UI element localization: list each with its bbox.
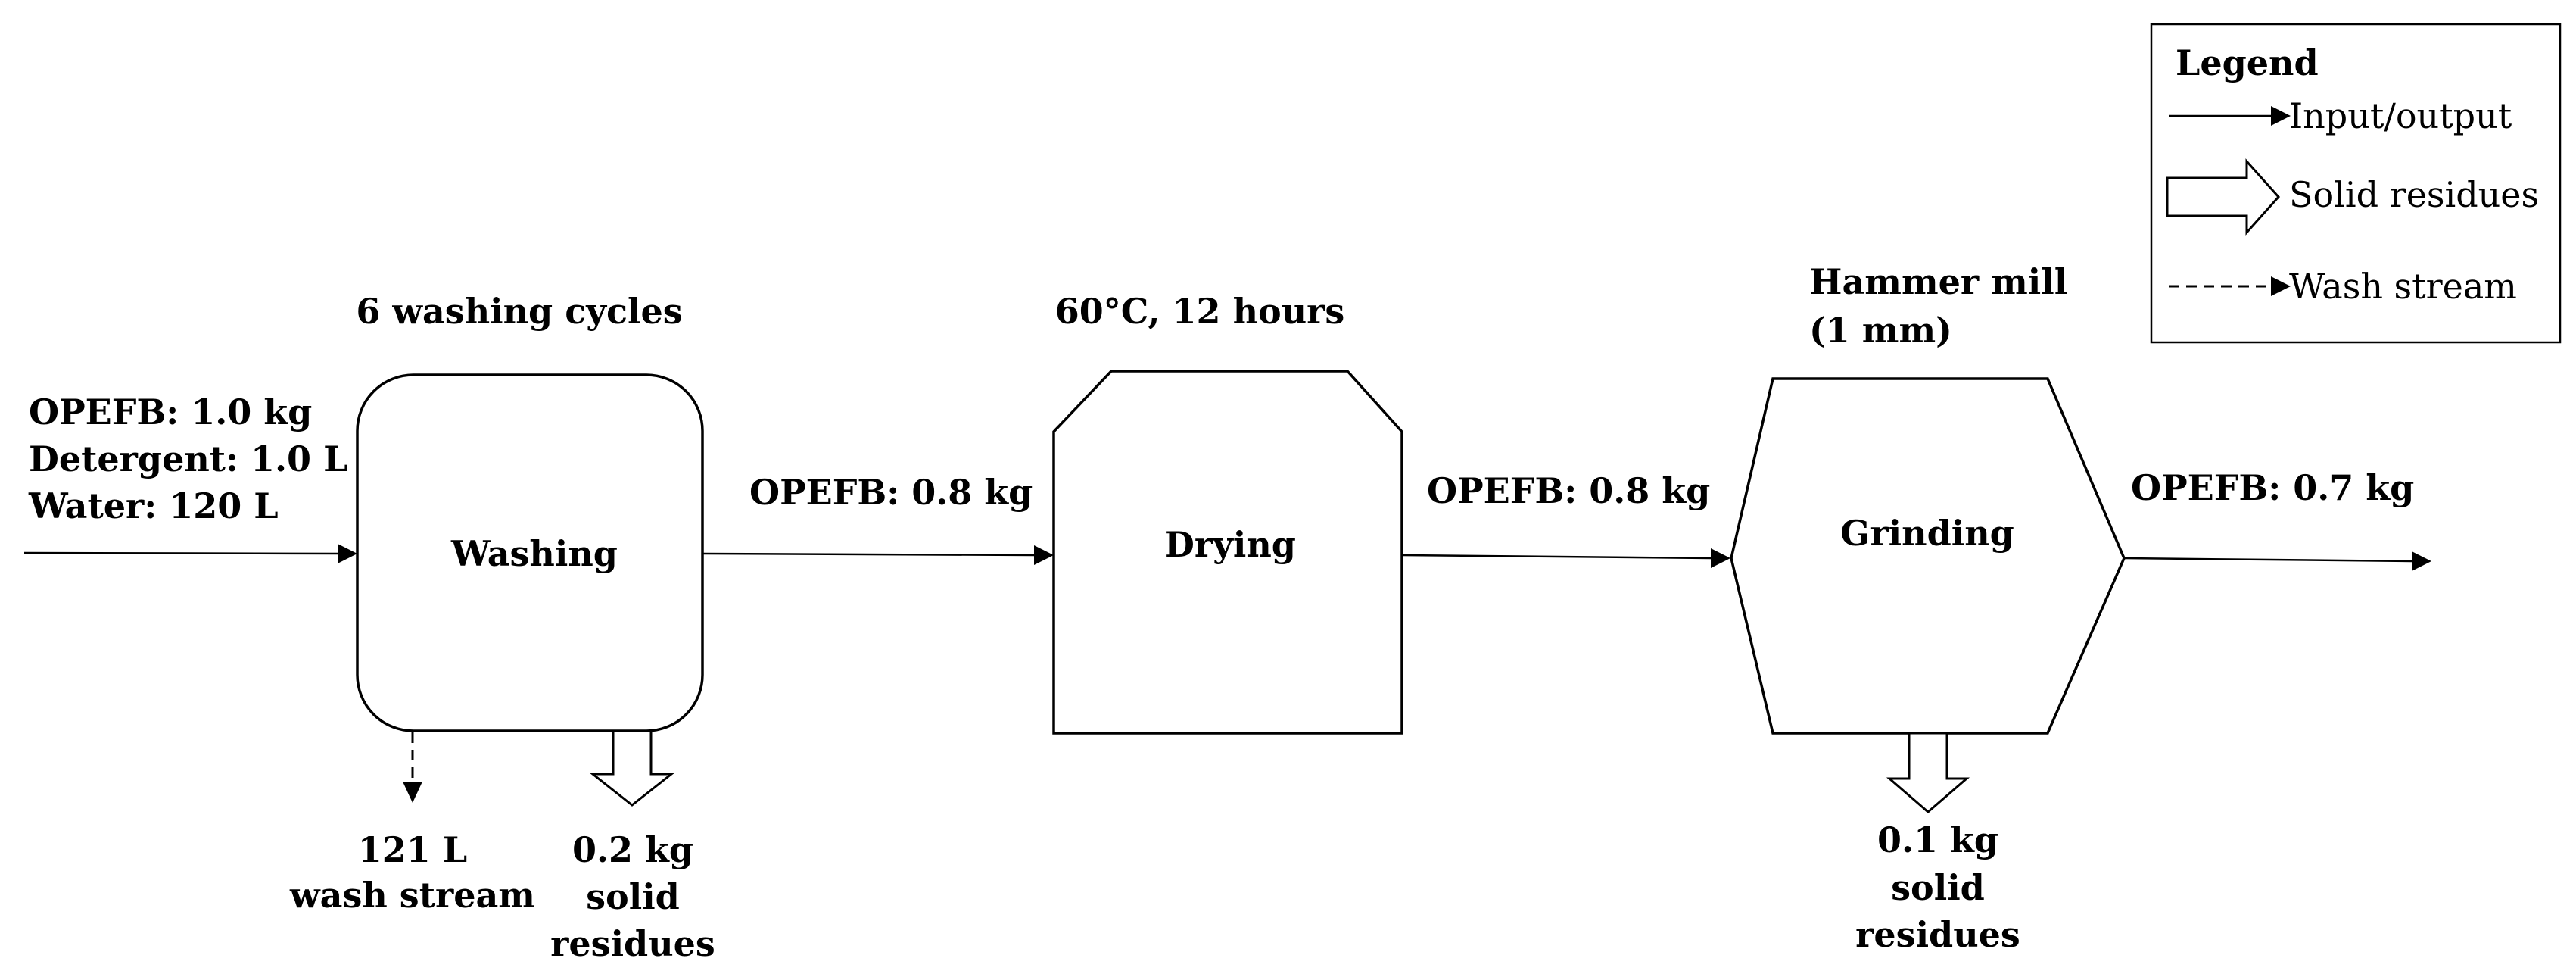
final-output-arrow [2123, 557, 2412, 563]
legend-hollow-block-arrow-icon [2166, 158, 2281, 236]
grinding-residue-amount: 0.1 kg [1877, 819, 1998, 860]
grinding-label: Grinding [1840, 513, 2014, 554]
washing-residue-label-2: residues [550, 923, 715, 964]
legend-item-wash-stream: Wash stream [2169, 266, 2517, 307]
legend-item-input-output: Input/output [2169, 95, 2512, 136]
legend-item-solid-residues: Solid residues [2166, 158, 2539, 236]
final-output: OPEFB: 0.7 kg [2123, 467, 2431, 571]
stream-washing-to-drying-label: OPEFB: 0.8 kg [749, 472, 1033, 513]
stream-washing-to-drying: OPEFB: 0.8 kg [702, 472, 1054, 565]
legend: Legend Input/output Solid residues Wash … [2150, 23, 2562, 344]
grinding-condition-1: Hammer mill [1809, 261, 2067, 302]
washing-input-2: Detergent: 1.0 L [29, 439, 347, 479]
legend-solid-arrow-head-icon [2271, 106, 2291, 126]
legend-title: Legend [2176, 42, 2319, 83]
drying-label: Drying [1164, 524, 1296, 565]
washing-box [356, 373, 704, 732]
drying-step: 60°C, 12 hours Drying [1052, 291, 1403, 735]
grinding-solid-residue-arrow-icon [1886, 732, 1970, 813]
legend-label-wash-stream: Wash stream [2289, 266, 2517, 307]
washing-input-arrow-head-icon [338, 544, 357, 563]
legend-label-input-output: Input/output [2289, 95, 2512, 136]
grinding-condition-2: (1 mm) [1809, 310, 1952, 351]
washing-input-3: Water: 120 L [28, 485, 279, 526]
drying-condition: 60°C, 12 hours [1055, 291, 1345, 332]
grinding-hexagon [1730, 377, 2126, 735]
washing-label: Washing [450, 533, 618, 574]
washing-condition: 6 washing cycles [356, 291, 682, 332]
stream-drying-to-grinding-label: OPEFB: 0.8 kg [1427, 470, 1710, 511]
stream-washing-to-drying-arrow-head-icon [1034, 545, 1054, 565]
wash-stream-amount: 121 L [358, 829, 467, 870]
grinding-step: Hammer mill (1 mm) Grinding 0.1 kg solid… [1730, 261, 2126, 955]
stream-drying-to-grinding: OPEFB: 0.8 kg [1401, 470, 1730, 568]
wash-stream-arrow-head-icon [403, 782, 422, 803]
final-output-arrow-head-icon [2412, 551, 2431, 571]
washing-input-arrow [23, 551, 338, 555]
final-output-label: OPEFB: 0.7 kg [2131, 467, 2414, 508]
wash-stream-label: wash stream [289, 875, 535, 916]
legend-label-solid-residues: Solid residues [2289, 174, 2539, 215]
washing-residue-label-1: solid [586, 876, 680, 917]
washing-input-1: OPEFB: 1.0 kg [29, 392, 312, 432]
stream-washing-to-drying-arrow [702, 552, 1035, 557]
stream-drying-to-grinding-arrow-head-icon [1711, 548, 1730, 568]
grinding-residue-label-2: residues [1855, 914, 2020, 955]
grinding-residue-label-1: solid [1891, 867, 1985, 908]
stream-drying-to-grinding-arrow [1401, 554, 1712, 560]
drying-box [1052, 370, 1403, 735]
washing-solid-residue-arrow-icon [589, 729, 675, 807]
washing-residue-amount: 0.2 kg [572, 829, 693, 870]
washing-step: 6 washing cycles OPEFB: 1.0 kg Detergent… [23, 291, 715, 964]
legend-dashed-arrow-head-icon [2271, 276, 2291, 296]
